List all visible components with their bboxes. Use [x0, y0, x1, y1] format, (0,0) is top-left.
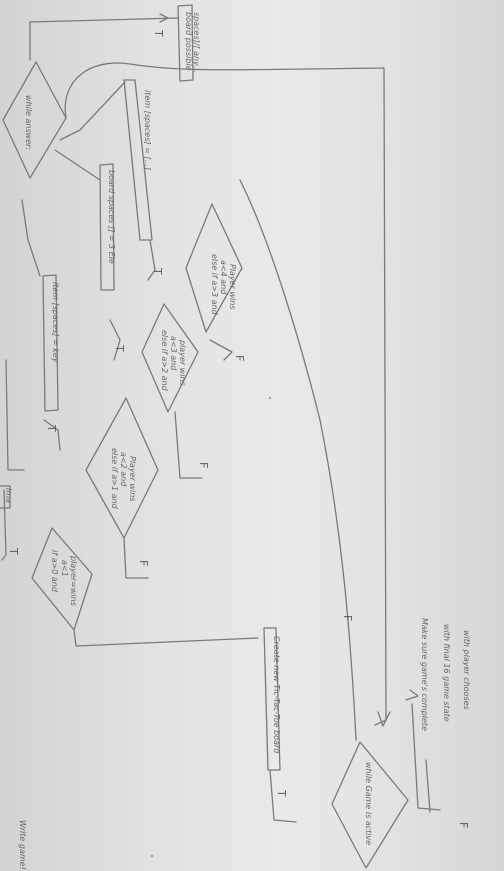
process-bottom-label: Create new Tic-Tac-Toe board	[272, 636, 281, 754]
process-3-box: item [spaces] = [...]	[123, 79, 153, 241]
process-1-label: item [spaces] = key	[51, 282, 60, 363]
final-note-line-3: with player chooses	[462, 630, 471, 710]
ink-dot	[151, 855, 153, 857]
process-1-box: item [spaces] = key	[42, 274, 60, 412]
process-3-label: item [spaces] = [...]	[143, 90, 152, 170]
process-bottom-box: Create new Tic-Tac-Toe board	[263, 627, 281, 771]
decision-3-label-1: else if a>2 and	[160, 330, 169, 392]
small-start-box: Ima	[0, 485, 13, 509]
process-2-label: board spaces [] = 3 Ele	[107, 170, 116, 264]
decision-4-diamond: else if a>3 and a<4 and Player wins	[185, 203, 243, 333]
title-note: Write game!	[18, 820, 27, 870]
f-label-2: F	[137, 560, 150, 566]
decision-1-label-3: player=wins	[69, 555, 78, 606]
f-label-3: F	[197, 462, 210, 468]
left-connector	[1, 489, 7, 561]
decision-2-label-1: else if a>1 and	[110, 448, 119, 510]
decision-2-label-2: a<2 and	[119, 452, 128, 487]
final-note: Make sure game's complete with final 16 …	[420, 618, 471, 731]
f-label-4: F	[233, 355, 246, 361]
start-box-label-2: spaces]/[ any...	[192, 12, 201, 73]
t-label-bottom: T	[275, 789, 288, 797]
outer-loop-line	[64, 62, 387, 726]
while-decision-label: while Game is active	[364, 762, 373, 845]
decision-4-label-1: else if a>3 and	[210, 254, 219, 316]
decision-3-label-2: a<3 and	[169, 336, 178, 371]
start-box-label: board possible	[184, 12, 193, 71]
final-note-line-1: Make sure game's complete	[420, 618, 429, 731]
decision-2-diamond: else if a>1 and a<2 and Player wins	[85, 397, 159, 539]
f-label-bottom: F	[457, 822, 470, 828]
t-label-left: T	[7, 547, 20, 555]
f-label-mid: F	[341, 615, 354, 621]
long-curve	[239, 179, 357, 741]
decision-1-label-2: a<1	[60, 560, 69, 577]
decision-2-label-3: Player wins	[128, 456, 137, 501]
loop-decision-label: while answer:	[24, 95, 33, 150]
decision-3-label-3: player wins	[178, 339, 187, 386]
ink-dot	[269, 397, 271, 399]
decision-3-diamond: else if a>2 and a<3 and player wins	[141, 303, 199, 413]
decision-1-diamond: if a>0 and a<1 player=wins	[31, 527, 93, 631]
small-start-label: Ima	[4, 488, 13, 503]
t-label-top: T	[152, 29, 165, 37]
process-2-box: board spaces [] = 3 Ele	[99, 163, 116, 291]
t-label-4: T	[45, 424, 58, 432]
decision-1-label-1: if a>0 and	[50, 550, 59, 593]
loop-decision-diamond: while answer:	[2, 61, 67, 179]
decision-4-label-3: Player wins	[228, 264, 237, 309]
start-box: board possible spaces]/[ any...	[177, 4, 201, 82]
while-decision-diamond: while Game is active	[331, 741, 409, 869]
t-label-2: T	[113, 344, 126, 352]
top-return-arrow	[29, 17, 179, 61]
final-note-line-2: with final 16 game state	[442, 624, 451, 722]
t-label-3: T	[151, 267, 164, 275]
decision-4-label-2: a<4 and	[219, 260, 228, 295]
